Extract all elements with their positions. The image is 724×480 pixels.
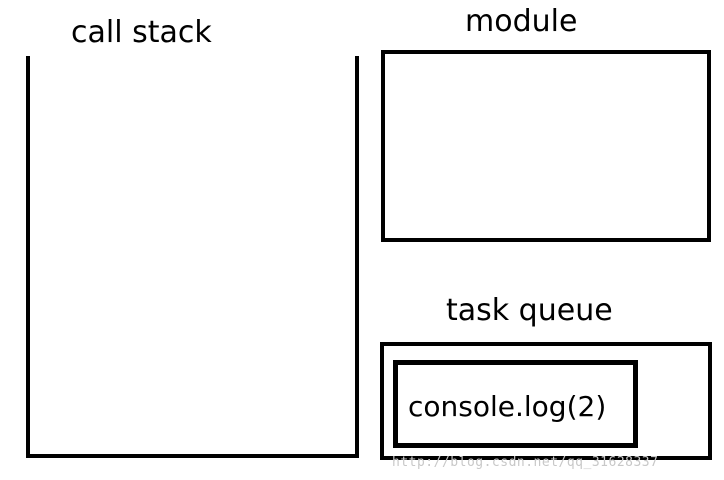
watermark-url: http://blog.csdn.net/qq_31628337 xyxy=(392,455,659,470)
call-stack-title: call stack xyxy=(71,15,212,50)
module-box xyxy=(381,50,711,242)
module-title: module xyxy=(465,4,578,39)
task-queue-item: console.log(2) xyxy=(393,360,638,448)
task-queue-title: task queue xyxy=(446,293,613,328)
call-stack-container xyxy=(26,56,359,458)
task-queue-box xyxy=(380,342,712,460)
task-item-label: console.log(2) xyxy=(408,390,607,423)
